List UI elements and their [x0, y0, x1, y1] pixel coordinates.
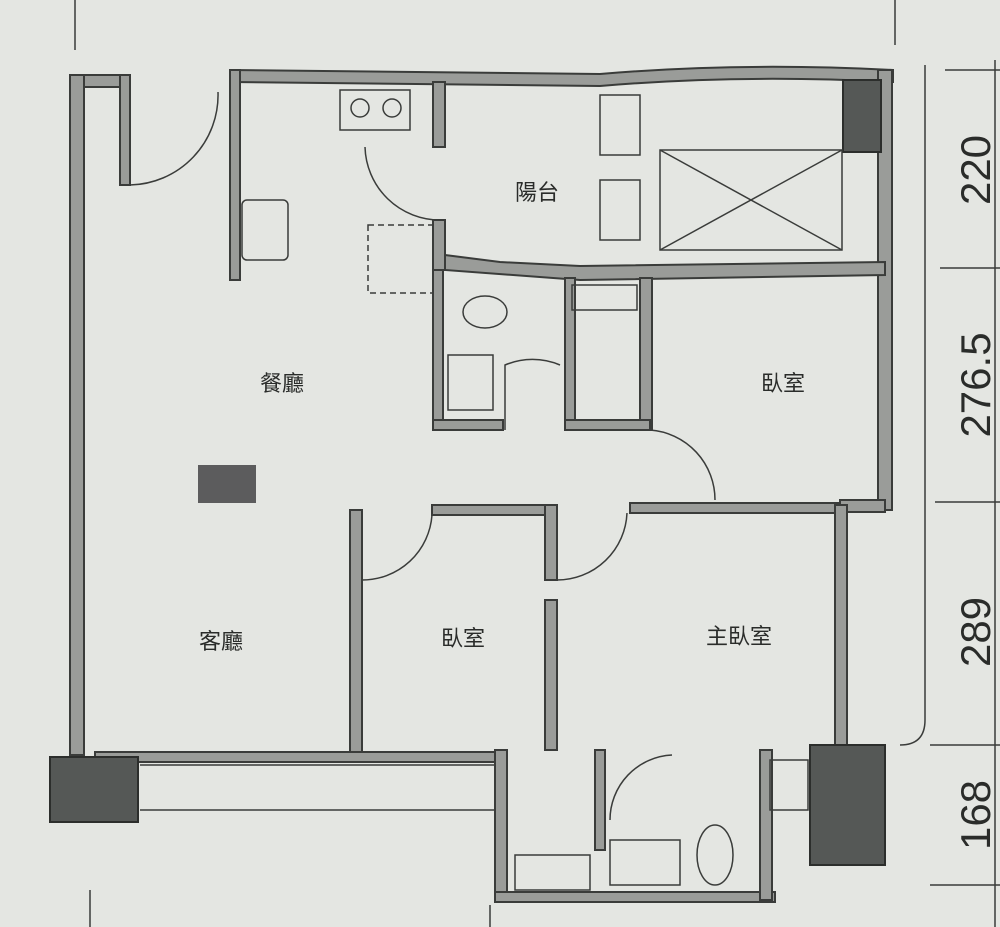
guide-lines: [74, 0, 1000, 927]
dimension-3: 289: [952, 597, 999, 667]
redacted-blur: [198, 465, 256, 503]
room-label-bedroom-top: 臥室: [761, 372, 805, 397]
sink-icon: [241, 199, 289, 261]
toilet-icon: [462, 295, 508, 329]
room-label-dining: 餐廳: [260, 372, 304, 397]
walls: [49, 65, 894, 903]
toilet-icon: [696, 824, 734, 886]
doors: [129, 91, 716, 821]
dimension-labels: 220 276.5 289 168: [952, 135, 999, 850]
room-labels: 陽台 餐廳 臥室 客廳 臥室 主臥室: [199, 181, 805, 655]
room-label-balcony: 陽台: [515, 181, 559, 206]
washer-icon: [599, 94, 641, 156]
room-label-master-bedroom: 主臥室: [706, 625, 772, 650]
room-label-bedroom-mid: 臥室: [441, 627, 485, 652]
stove-icon: [339, 89, 411, 131]
dimension-4: 168: [952, 780, 999, 850]
basin-icon: [609, 839, 681, 886]
dimension-2: 276.5: [952, 332, 999, 437]
basin-icon: [447, 354, 494, 411]
laundry-area: [659, 149, 843, 251]
room-label-living: 客廳: [199, 630, 243, 655]
dryer-icon: [599, 179, 641, 241]
fridge-icon: [367, 224, 434, 294]
dimension-1: 220: [952, 135, 999, 205]
fixtures: [241, 89, 843, 891]
